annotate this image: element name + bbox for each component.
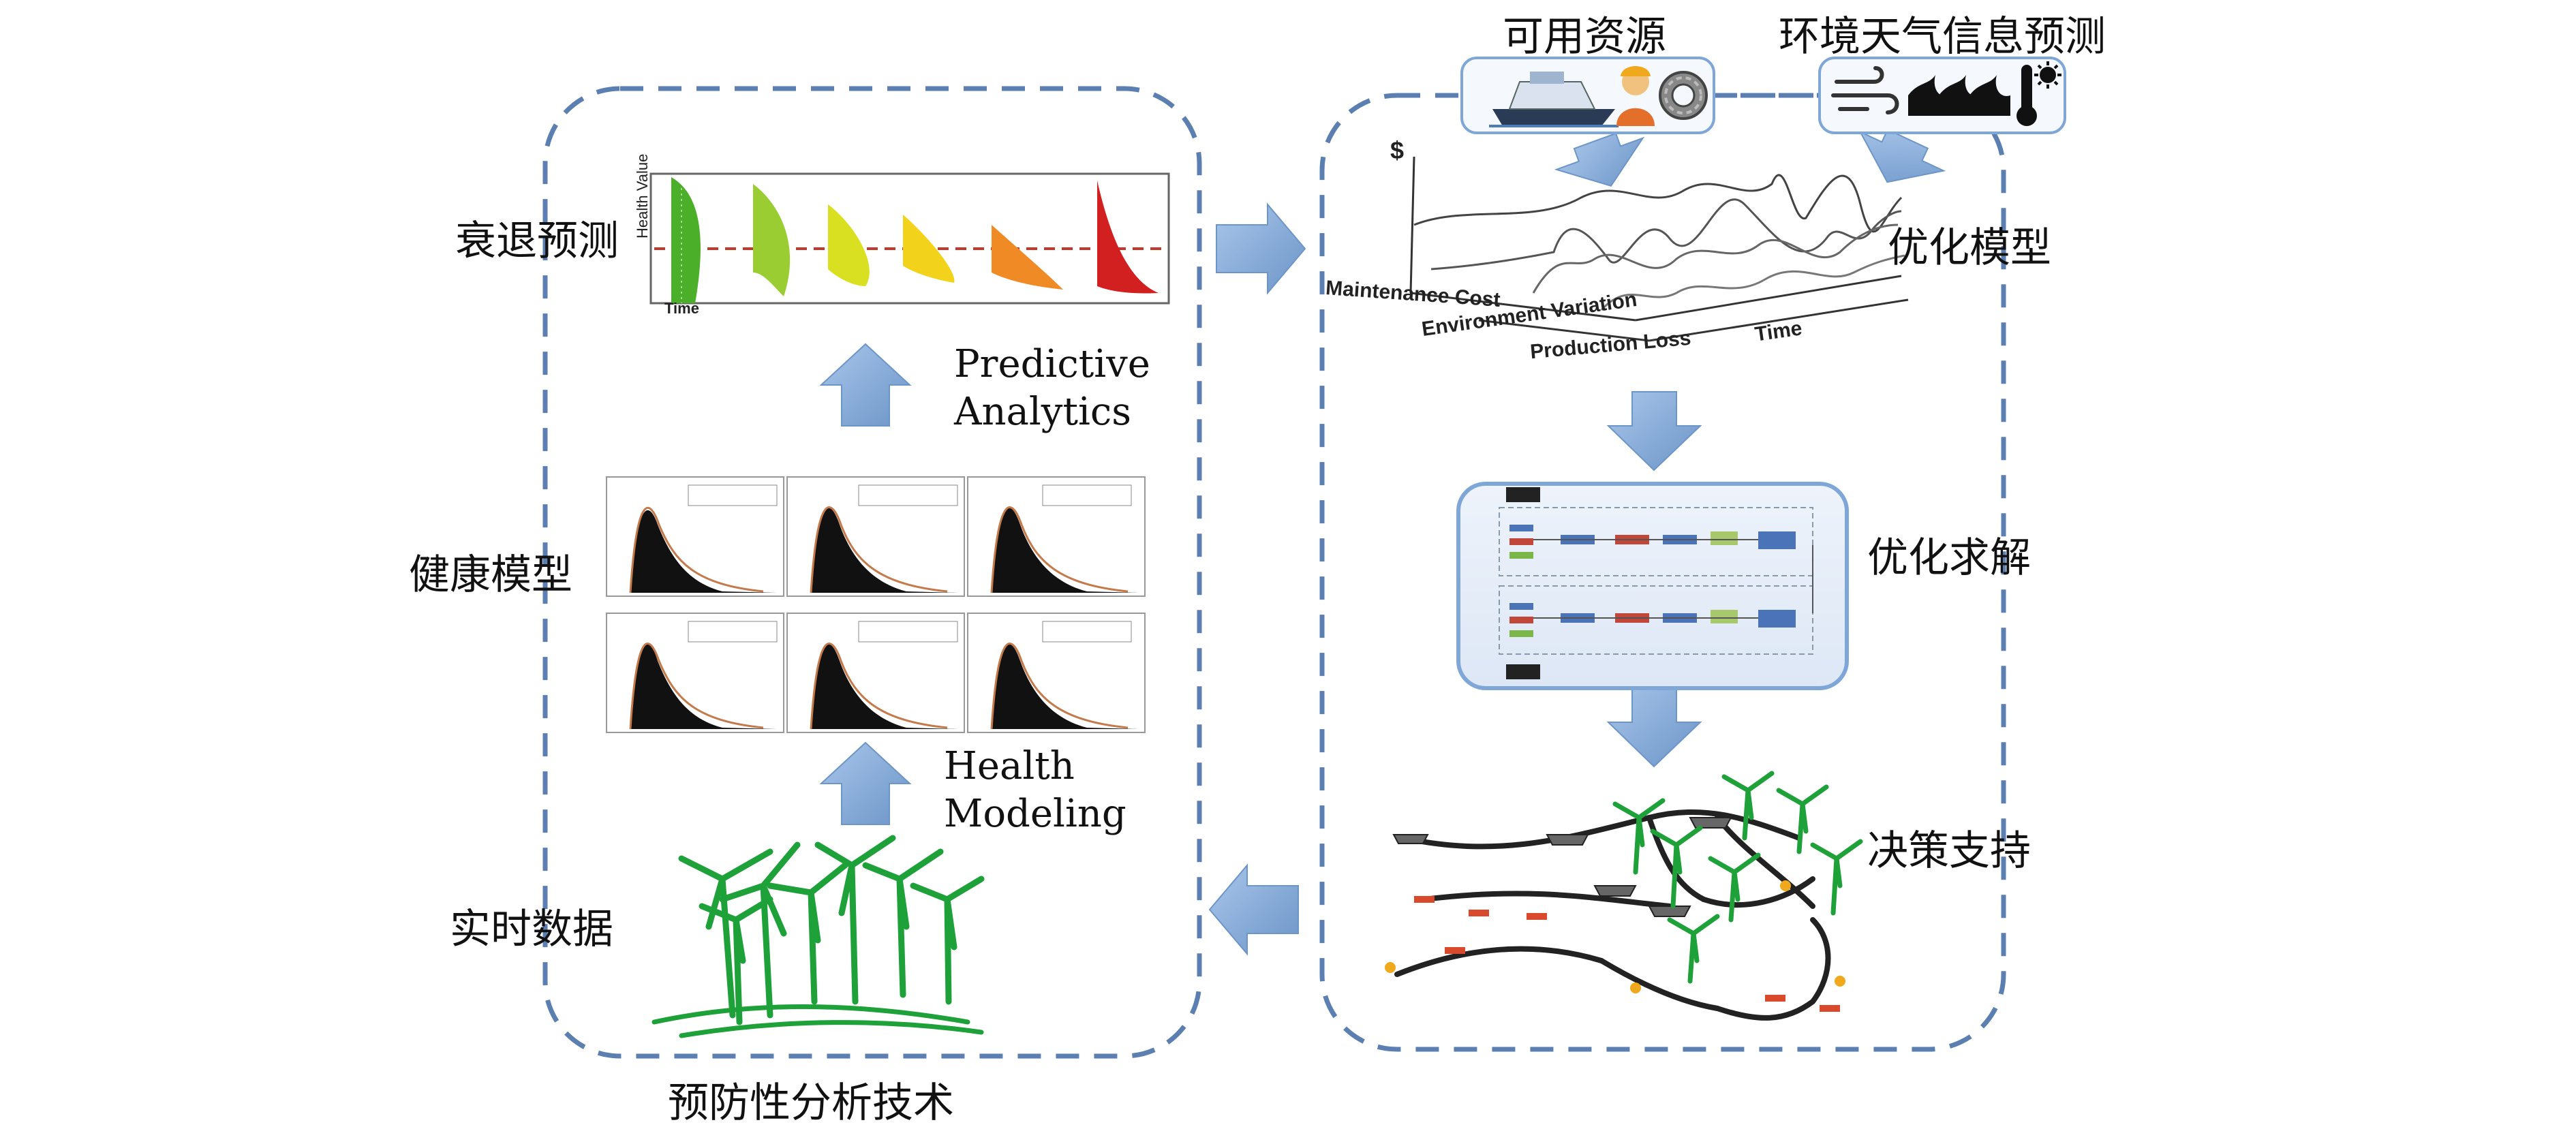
label-predictive-analytics: Predictive Analytics (954, 342, 1150, 434)
degradation-curve-1 (671, 177, 701, 303)
arrow-right (1216, 202, 1306, 295)
degradation-curve-6 (1097, 181, 1159, 294)
degradation-chart (649, 172, 1170, 305)
ship-icon (1489, 72, 1619, 127)
wind-turbine-field (651, 835, 985, 1038)
wind-icon (1831, 66, 1899, 114)
label-optimization-solve: 优化求解 (1867, 534, 2031, 582)
label-health-modeling: Health Modeling (944, 744, 1126, 836)
degradation-curve-5 (992, 225, 1063, 290)
thermometer-icon (2017, 65, 2037, 126)
label-environment-forecast: 环境天气信息预测 (1779, 13, 2106, 61)
optimization-model-chart (1409, 156, 1909, 342)
degradation-curve-2 (753, 184, 791, 296)
decision-support-network (1385, 771, 1863, 1021)
degradation-curve-4 (903, 215, 955, 283)
right-panel-border (1319, 93, 2006, 1052)
histogram-panel (606, 613, 784, 733)
arrow-up-predictive (819, 343, 912, 427)
arrow-down-model (1606, 391, 1702, 471)
arrow-down-environment (1858, 128, 1946, 183)
sun-icon (2034, 61, 2061, 89)
label-health-model: 健康模型 (409, 551, 572, 599)
label-degradation-prediction: 衰退预测 (455, 217, 619, 265)
histogram-panel (786, 613, 965, 733)
opt-chart-currency: $ (1390, 136, 1405, 164)
histogram-panel (606, 476, 784, 597)
health-model-grid (606, 476, 1146, 733)
arrow-left (1208, 863, 1299, 956)
left-panel-border (542, 86, 1202, 1059)
histogram-panel (967, 476, 1146, 597)
arrow-down-resources (1554, 132, 1645, 187)
label-realtime-data: 实时数据 (450, 906, 613, 953)
degradation-curve-3 (828, 204, 870, 286)
label-available-resources: 可用资源 (1503, 13, 1666, 61)
histogram-panel (786, 476, 965, 597)
histogram-panel (967, 613, 1146, 733)
worker-icon (1616, 66, 1655, 126)
gear-icon (1659, 71, 1708, 120)
degradation-ylabel: Health Value (634, 153, 651, 238)
optimization-solve-chart (1456, 482, 1849, 690)
figure-caption: 预防性分析技术 (668, 1079, 954, 1127)
arrow-down-solve (1606, 681, 1702, 768)
label-decision-support: 决策支持 (1867, 827, 2031, 875)
waves-icon (1908, 75, 2010, 116)
label-optimization-model: 优化模型 (1888, 224, 2051, 272)
arrow-up-health (819, 741, 912, 825)
degradation-xlabel: Time (664, 300, 699, 317)
